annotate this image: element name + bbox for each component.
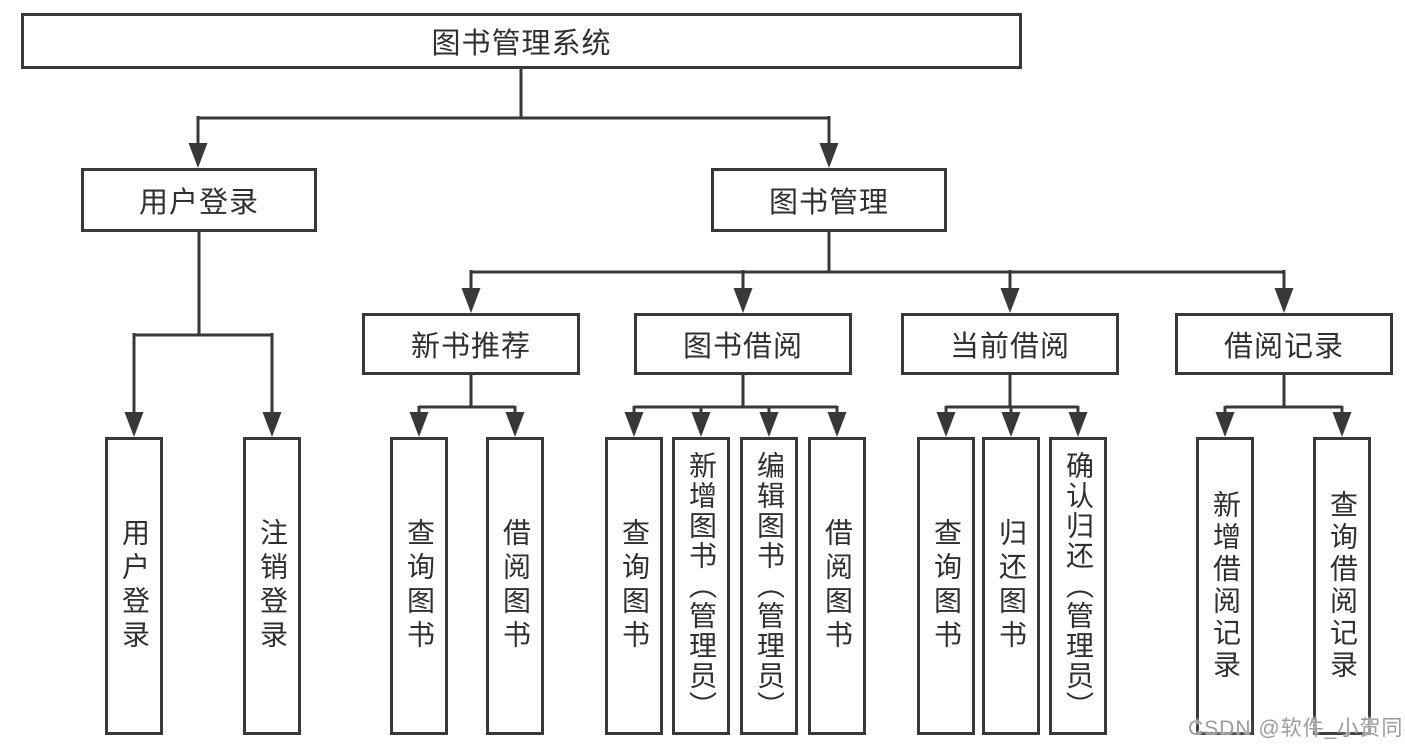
node-library-system: 图书管理系统 — [21, 13, 1022, 69]
node-leaf-borrow-books-1-label: 借阅图书 — [500, 518, 531, 654]
node-current-borrowing-label: 当前借阅 — [949, 331, 1070, 363]
node-leaf-user-login-label: 用户登录 — [119, 518, 150, 654]
node-leaf-logout: 注销登录 — [243, 437, 301, 735]
node-book-management-label: 图书管理 — [768, 187, 889, 219]
node-user-login-label: 用户登录 — [138, 187, 259, 219]
node-leaf-query-borrow-record-label: 查询借阅记录 — [1327, 490, 1358, 682]
node-leaf-add-book-admin-label: 新增图书（管理员） — [686, 451, 717, 721]
node-new-book-recommend: 新书推荐 — [362, 313, 580, 375]
node-book-borrowing-label: 图书借阅 — [682, 331, 803, 363]
node-leaf-query-books-3-label: 查询图书 — [931, 518, 962, 654]
node-leaf-confirm-return-admin-label: 确认归还（管理员） — [1063, 451, 1094, 721]
node-leaf-query-books-2-label: 查询图书 — [619, 518, 650, 654]
node-book-borrowing: 图书借阅 — [634, 313, 852, 375]
node-leaf-query-books-2: 查询图书 — [605, 437, 663, 735]
node-leaf-add-borrow-record: 新增借阅记录 — [1196, 437, 1254, 735]
node-leaf-borrow-books-1: 借阅图书 — [486, 437, 544, 735]
node-borrowing-records: 借阅记录 — [1175, 313, 1393, 375]
node-leaf-borrow-books-2: 借阅图书 — [808, 437, 866, 735]
node-leaf-logout-label: 注销登录 — [257, 518, 288, 654]
node-leaf-query-books-1: 查询图书 — [390, 437, 448, 735]
node-leaf-confirm-return-admin: 确认归还（管理员） — [1049, 437, 1107, 735]
node-leaf-borrow-books-2-label: 借阅图书 — [822, 518, 853, 654]
node-leaf-edit-book-admin: 编辑图书（管理员） — [740, 437, 798, 735]
node-borrowing-records-label: 借阅记录 — [1223, 331, 1344, 363]
node-leaf-add-borrow-record-label: 新增借阅记录 — [1210, 490, 1241, 682]
node-leaf-return-books-label: 归还图书 — [996, 518, 1027, 654]
node-leaf-query-books-3: 查询图书 — [917, 437, 975, 735]
node-leaf-user-login: 用户登录 — [105, 437, 163, 735]
node-leaf-query-books-1-label: 查询图书 — [404, 518, 435, 654]
node-leaf-edit-book-admin-label: 编辑图书（管理员） — [754, 451, 785, 721]
node-leaf-query-borrow-record: 查询借阅记录 — [1313, 437, 1371, 735]
node-book-management: 图书管理 — [711, 168, 947, 232]
node-leaf-return-books: 归还图书 — [982, 437, 1040, 735]
node-library-system-label: 图书管理系统 — [431, 28, 612, 60]
node-current-borrowing: 当前借阅 — [901, 313, 1119, 375]
node-user-login: 用户登录 — [81, 168, 317, 232]
node-new-book-recommend-label: 新书推荐 — [410, 331, 531, 363]
csdn-watermark: CSDN @软件_小贺同学 — [1188, 717, 1405, 740]
node-leaf-add-book-admin: 新增图书（管理员） — [672, 437, 730, 735]
